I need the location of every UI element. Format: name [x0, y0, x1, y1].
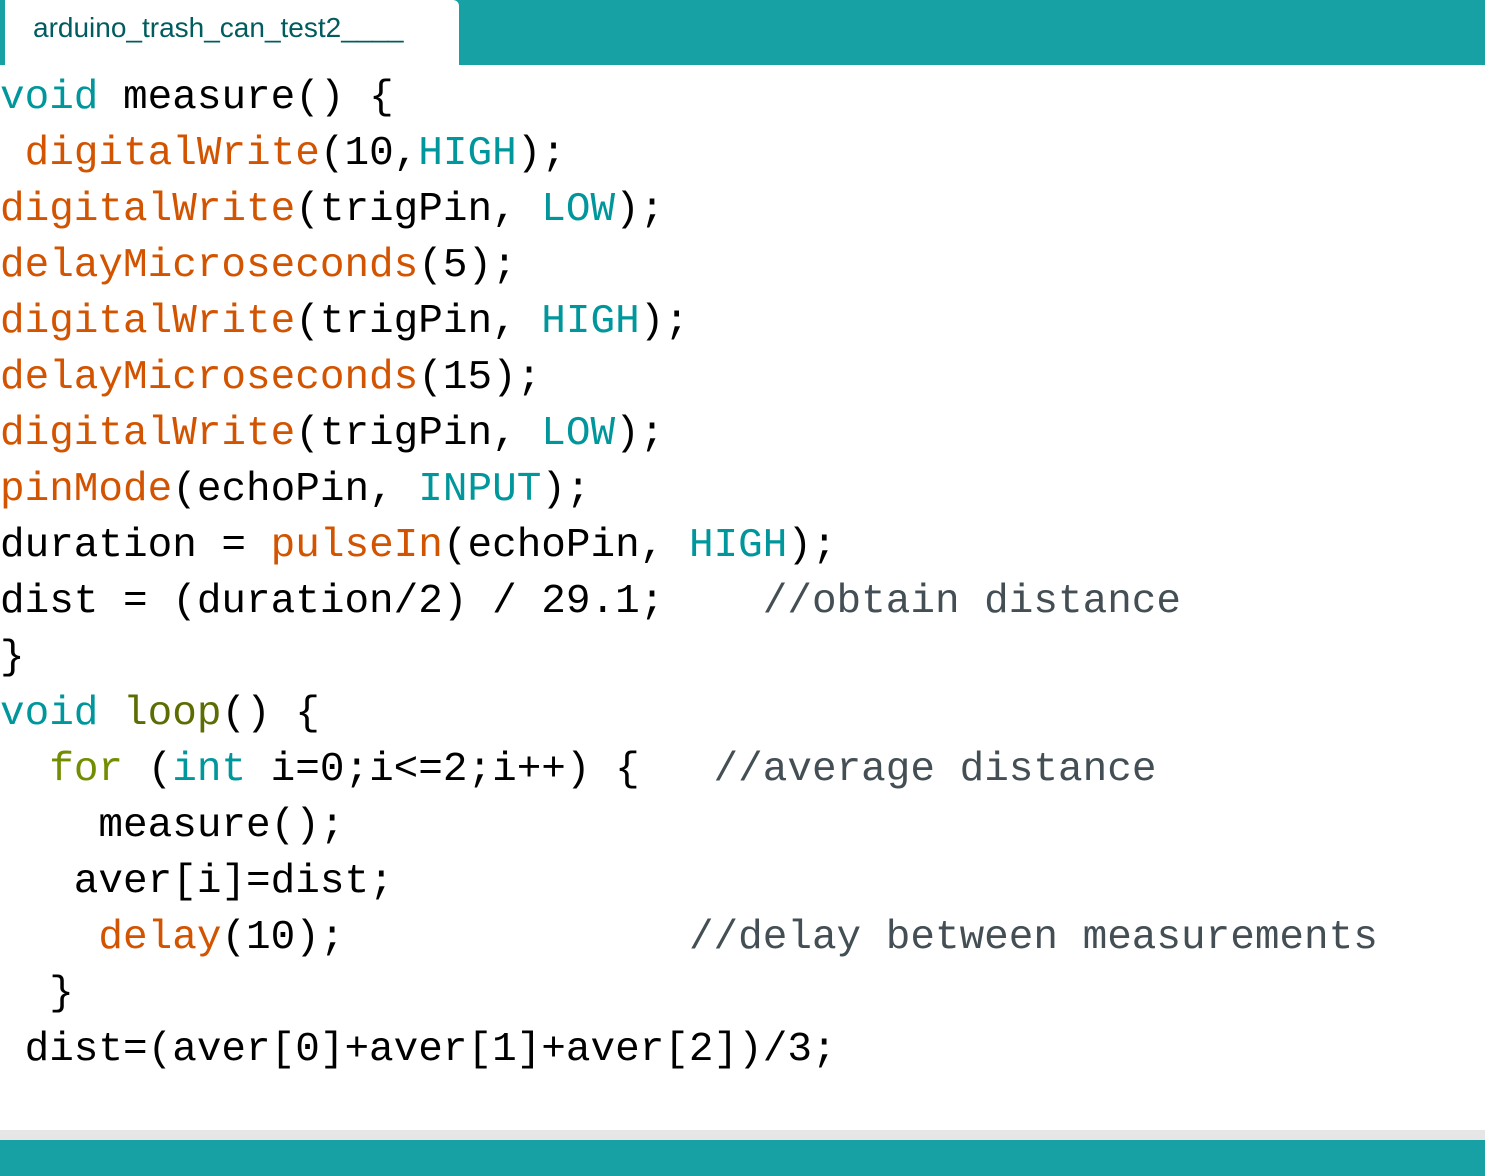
code-token: //average distance: [713, 747, 1157, 793]
code-token: [98, 691, 123, 737]
code-token: (trigPin,: [295, 411, 542, 457]
code-line: void loop() {: [0, 686, 320, 742]
code-token: //delay between measurements: [688, 915, 1378, 961]
code-token: INPUT: [418, 467, 542, 513]
code-token: duration =: [0, 523, 271, 569]
code-token: delay: [98, 915, 222, 961]
code-token: measure();: [0, 803, 345, 849]
code-token: void: [0, 75, 99, 121]
code-line: delayMicroseconds(5);: [0, 238, 517, 294]
code-token: );: [639, 299, 689, 345]
code-token: (10,: [319, 131, 419, 177]
code-token: delayMicroseconds: [0, 243, 419, 289]
code-line: pinMode(echoPin, INPUT);: [0, 462, 591, 518]
code-token: digitalWrite: [0, 411, 296, 457]
code-line: dist=(aver[0]+aver[1]+aver[2])/3;: [0, 1022, 837, 1078]
code-token: dist = (duration/2) / 29.1;: [0, 579, 763, 625]
code-token: (5);: [418, 243, 517, 289]
code-token: }: [0, 635, 25, 681]
editor-divider: [0, 1130, 1485, 1140]
code-token: HIGH: [688, 523, 788, 569]
code-line: digitalWrite(10,HIGH);: [0, 126, 566, 182]
code-token: LOW: [541, 187, 616, 233]
code-line: digitalWrite(trigPin, HIGH);: [0, 294, 689, 350]
code-token: dist=(aver[0]+aver[1]+aver[2])/3;: [0, 1027, 837, 1073]
code-token: );: [541, 467, 591, 513]
code-token: );: [615, 411, 665, 457]
code-token: );: [615, 187, 665, 233]
code-token: }: [0, 971, 74, 1017]
code-token: pinMode: [0, 467, 173, 513]
code-token: );: [787, 523, 837, 569]
code-token: for: [49, 747, 124, 793]
code-line: for (int i=0;i<=2;i++) { //average dista…: [0, 742, 1156, 798]
code-token: loop: [123, 691, 222, 737]
code-token: digitalWrite: [0, 187, 296, 233]
code-token: (15);: [418, 355, 542, 401]
code-token: (: [123, 747, 173, 793]
code-line: aver[i]=dist;: [0, 854, 394, 910]
code-token: i=0;i<=2;i++) {: [246, 747, 714, 793]
code-token: LOW: [541, 411, 616, 457]
code-token: pulseIn: [270, 523, 443, 569]
code-token: (echoPin,: [442, 523, 689, 569]
code-line: measure();: [0, 798, 344, 854]
code-token: [0, 131, 25, 177]
code-token: HIGH: [418, 131, 517, 177]
code-line: dist = (duration/2) / 29.1; //obtain dis…: [0, 574, 1181, 630]
code-line: }: [0, 630, 25, 686]
code-token: delayMicroseconds: [0, 355, 419, 401]
code-token: );: [516, 131, 566, 177]
console-toolbar: [0, 1140, 1485, 1176]
code-token: (trigPin,: [295, 187, 542, 233]
code-token: //obtain distance: [762, 579, 1182, 625]
code-line: delayMicroseconds(15);: [0, 350, 541, 406]
code-line: delay(10); //delay between measurements: [0, 910, 1378, 966]
code-token: () {: [221, 691, 320, 737]
code-line: void measure() {: [0, 70, 394, 126]
sketch-tab[interactable]: arduino_trash_can_test2____: [5, 0, 459, 65]
code-token: digitalWrite: [24, 131, 320, 177]
code-line: digitalWrite(trigPin, LOW);: [0, 406, 664, 462]
code-token: [0, 915, 98, 961]
code-token: HIGH: [541, 299, 640, 345]
code-token: (trigPin,: [295, 299, 542, 345]
code-token: void: [0, 691, 99, 737]
code-token: measure() {: [98, 75, 394, 121]
code-token: digitalWrite: [0, 299, 296, 345]
code-token: [0, 747, 49, 793]
code-line: }: [0, 966, 74, 1022]
code-editor[interactable]: void measure() { digitalWrite(10,HIGH);d…: [0, 65, 1485, 1130]
code-token: (10);: [221, 915, 689, 961]
code-token: aver[i]=dist;: [0, 859, 394, 905]
code-token: int: [172, 747, 247, 793]
code-line: duration = pulseIn(echoPin, HIGH);: [0, 518, 837, 574]
sketch-tab-label: arduino_trash_can_test2____: [33, 12, 404, 43]
code-token: (echoPin,: [172, 467, 419, 513]
code-line: digitalWrite(trigPin, LOW);: [0, 182, 664, 238]
editor-tab-bar: arduino_trash_can_test2____: [0, 0, 1485, 65]
